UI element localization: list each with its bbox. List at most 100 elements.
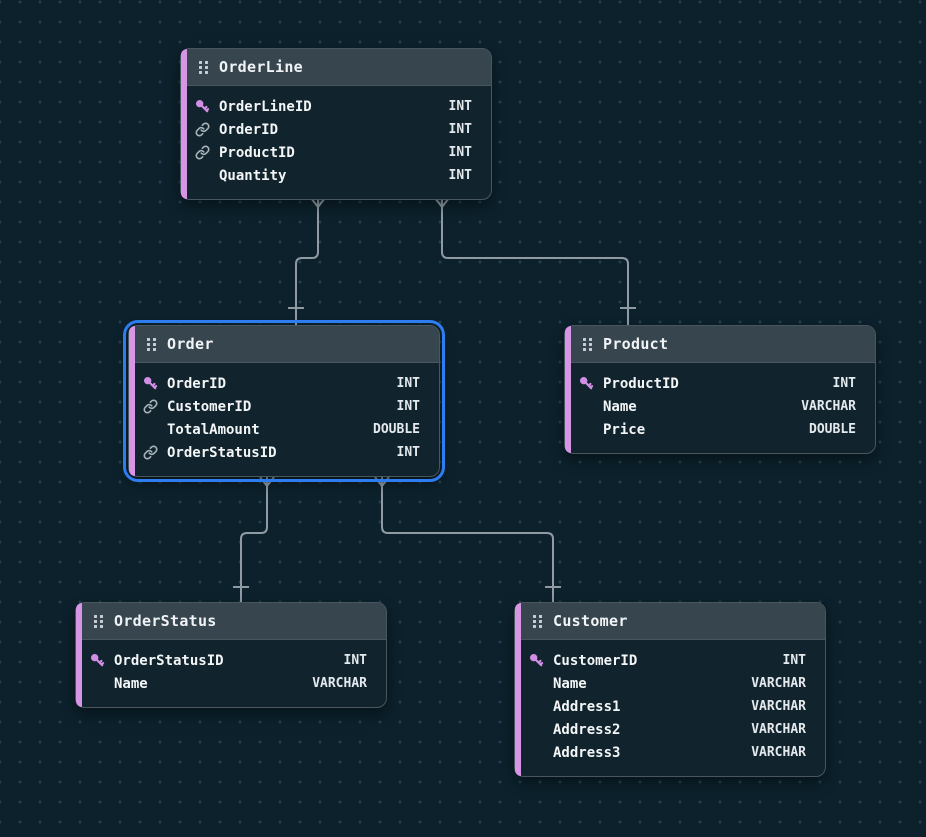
field-name: Address1: [553, 698, 621, 715]
no-icon: [90, 676, 105, 691]
link-icon: [195, 122, 210, 137]
table-order[interactable]: Order OrderID INT CustomerID INT TotalAmount…: [123, 320, 445, 482]
drag-handle-icon[interactable]: [94, 614, 103, 628]
field-row[interactable]: Quantity INT: [187, 164, 491, 187]
field-name: OrderID: [167, 375, 227, 392]
relationship-line: [295, 198, 319, 326]
field-row[interactable]: TotalAmount DOUBLE: [135, 418, 439, 441]
field-type: INT: [396, 445, 420, 460]
field-type: INT: [448, 168, 472, 183]
field-name: CustomerID: [553, 652, 638, 669]
field-type: INT: [448, 99, 472, 114]
table-header[interactable]: Product: [571, 326, 875, 363]
field-name: OrderID: [219, 121, 279, 138]
table-title: Customer: [553, 612, 628, 630]
relationship-orderline-order[interactable]: [288, 197, 326, 326]
field-type: DOUBLE: [809, 422, 856, 437]
field-name: Address3: [553, 744, 621, 761]
field-row[interactable]: ProductID INT: [187, 141, 491, 164]
field-row[interactable]: CustomerID INT: [521, 649, 825, 672]
table-header[interactable]: OrderStatus: [82, 603, 386, 640]
crow-foot-many-marker: [259, 476, 275, 487]
field-type: VARCHAR: [751, 722, 806, 737]
field-row[interactable]: Address3 VARCHAR: [521, 741, 825, 764]
no-icon: [529, 722, 544, 737]
key-icon: [195, 99, 210, 114]
field-row[interactable]: OrderID INT: [135, 372, 439, 395]
relationship-orderline-product[interactable]: [434, 197, 636, 326]
table-header[interactable]: OrderLine: [187, 49, 491, 86]
drag-handle-icon[interactable]: [533, 614, 542, 628]
field-name: Quantity: [219, 167, 287, 184]
table-title: Order: [167, 335, 214, 353]
field-name: Price: [603, 421, 646, 438]
relationship-order-customer[interactable]: [374, 476, 561, 603]
field-name: TotalAmount: [167, 421, 260, 438]
link-icon: [143, 445, 158, 460]
field-row[interactable]: CustomerID INT: [135, 395, 439, 418]
drag-handle-icon[interactable]: [147, 337, 156, 351]
crow-foot-many-marker: [374, 476, 390, 487]
field-name: Name: [603, 398, 637, 415]
field-type: INT: [832, 376, 856, 391]
field-row[interactable]: Name VARCHAR: [571, 395, 875, 418]
field-name: CustomerID: [167, 398, 252, 415]
key-icon: [143, 376, 158, 391]
field-row[interactable]: Address2 VARCHAR: [521, 718, 825, 741]
table-title: Product: [603, 335, 669, 353]
no-icon: [529, 676, 544, 691]
field-name: Address2: [553, 721, 621, 738]
link-icon: [195, 145, 210, 160]
field-name: ProductID: [219, 144, 295, 161]
no-icon: [579, 422, 594, 437]
no-icon: [195, 168, 210, 183]
field-type: VARCHAR: [801, 399, 856, 414]
relationship-line: [441, 198, 629, 326]
field-row[interactable]: Address1 VARCHAR: [521, 695, 825, 718]
table-title: OrderStatus: [114, 612, 217, 630]
relationship-line: [381, 476, 554, 603]
table-fields: OrderID INT CustomerID INT TotalAmount DOUBLE…: [129, 363, 439, 476]
table-product[interactable]: Product ProductID INT Name VARCHAR Price DOUB…: [564, 325, 876, 454]
no-icon: [579, 399, 594, 414]
field-row[interactable]: Price DOUBLE: [571, 418, 875, 441]
table-header[interactable]: Customer: [521, 603, 825, 640]
field-name: Name: [114, 675, 148, 692]
key-icon: [579, 376, 594, 391]
field-type: INT: [448, 145, 472, 160]
drag-handle-icon[interactable]: [199, 60, 208, 74]
relationship-order-orderstatus[interactable]: [233, 476, 275, 603]
field-type: VARCHAR: [751, 699, 806, 714]
link-icon: [143, 399, 158, 414]
field-name: OrderLineID: [219, 98, 312, 115]
table-title: OrderLine: [219, 58, 303, 76]
field-name: Name: [553, 675, 587, 692]
field-row[interactable]: OrderLineID INT: [187, 95, 491, 118]
no-icon: [143, 422, 158, 437]
field-type: INT: [396, 399, 420, 414]
table-header[interactable]: Order: [135, 326, 439, 363]
no-icon: [529, 745, 544, 760]
field-row[interactable]: ProductID INT: [571, 372, 875, 395]
field-type: VARCHAR: [751, 745, 806, 760]
field-type: INT: [396, 376, 420, 391]
drag-handle-icon[interactable]: [583, 337, 592, 351]
field-row[interactable]: Name VARCHAR: [82, 672, 386, 695]
field-type: VARCHAR: [312, 676, 367, 691]
field-type: VARCHAR: [751, 676, 806, 691]
field-type: DOUBLE: [373, 422, 420, 437]
field-type: INT: [782, 653, 806, 668]
key-icon: [529, 653, 544, 668]
key-icon: [90, 653, 105, 668]
field-row[interactable]: Name VARCHAR: [521, 672, 825, 695]
field-name: ProductID: [603, 375, 679, 392]
